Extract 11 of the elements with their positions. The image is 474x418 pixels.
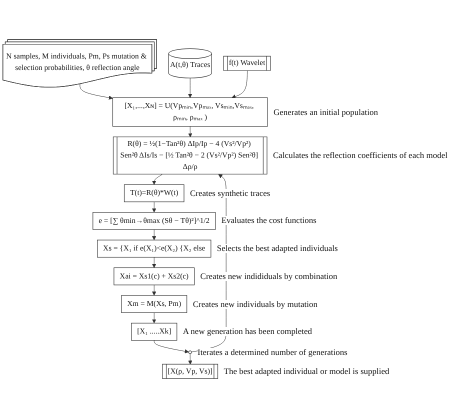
step-description: The best adapted individual or model is supplied (224, 366, 390, 376)
step-description: A new generation has been completed (182, 327, 312, 336)
node-circle (188, 350, 192, 354)
step-description: Generates an initial population (273, 108, 378, 117)
step-description: Creates new individuals by mutation (192, 300, 318, 309)
step-description: Creates synthetic traces (190, 188, 270, 198)
step-description: Calculates the reflection coefficients of each model (273, 151, 448, 160)
step-description: Selects the best adapted individuals (216, 244, 338, 254)
step-description: Creates new indididuals by combination (200, 272, 338, 281)
step-description: Iterates a determined number of generations (198, 348, 348, 357)
step-description: Evaluates the cost functions (221, 216, 316, 226)
